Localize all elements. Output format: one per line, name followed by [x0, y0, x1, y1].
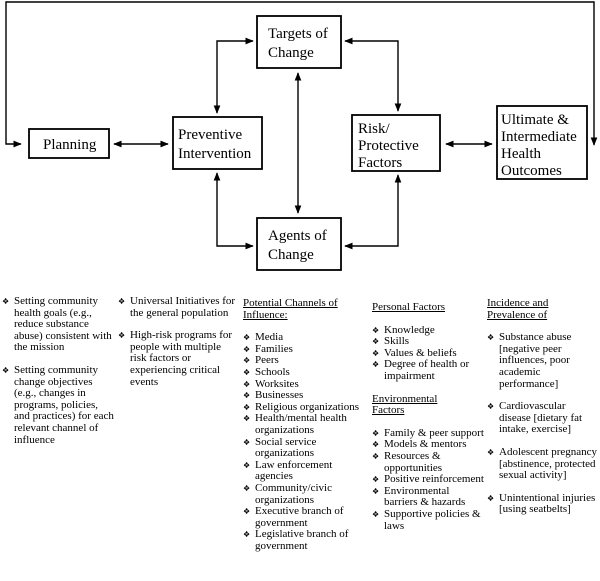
outcomes-box	[496, 105, 588, 180]
agents-box	[256, 217, 342, 271]
feedback-loop-arrow	[5, 1, 598, 148]
list-item: Executive branch of government	[243, 505, 361, 529]
list-item: Worksites	[243, 378, 361, 391]
list-item: Peers	[243, 355, 361, 367]
list-item: Cardiovascular disease [dietary fat inta…	[487, 400, 600, 436]
agents-risk-arrow	[344, 174, 402, 250]
list-item: Skills	[372, 336, 484, 348]
list-item: Adolescent pregnancy [abstinence, protec…	[487, 446, 600, 482]
list-item: Positive reinforcement	[372, 474, 484, 486]
targets-risk-arrow	[344, 37, 402, 112]
list-item: High-risk programs for people with multi…	[118, 329, 236, 388]
factors-column: Personal Factors KnowledgeSkillsValues &…	[372, 301, 484, 532]
list-item: Law enforcement agencies	[243, 459, 361, 483]
list-item: Setting community change objectives (e.g…	[2, 364, 116, 446]
environmental-factors-heading: Environmental Factors	[372, 392, 438, 417]
list-item: Social service organizations	[243, 436, 361, 460]
channels-column: Potential Channels of Influence: MediaFa…	[243, 297, 361, 552]
list-item: Family & peer support	[372, 427, 484, 440]
planning-column: Setting community health goals (e.g., re…	[2, 295, 116, 457]
list-item: Models & mentors	[372, 439, 484, 451]
list-item: Schools	[243, 366, 361, 379]
preventive-box	[172, 116, 263, 170]
list-item: Businesses	[243, 390, 361, 402]
list-item: Setting community health goals (e.g., re…	[2, 295, 116, 354]
planning-label: Planning	[43, 137, 97, 153]
risk-box	[351, 114, 441, 172]
intervention-column: Universal Initiatives for the general po…	[118, 295, 236, 399]
outcomes-heading: Incidence and Prevalence of	[487, 297, 549, 321]
list-item: Environmental barriers & hazards	[372, 485, 484, 509]
list-item: Degree of health or impairment	[372, 359, 484, 382]
list-item: Substance abuse [negative peer influence…	[487, 331, 600, 390]
preventive-targets-arrow	[213, 37, 254, 114]
list-item: Community/civic organizations	[243, 482, 361, 506]
personal-factors-heading: Personal Factors	[372, 301, 446, 313]
list-item: Families	[243, 343, 361, 356]
list-item: Legislative branch of government	[243, 528, 361, 552]
list-item: Values & beliefs	[372, 347, 484, 360]
list-item: Resources & opportunities	[372, 450, 484, 474]
targets-box	[256, 15, 342, 69]
preventive-agents-arrow	[213, 172, 254, 250]
list-item: Religious organizations	[243, 401, 361, 414]
list-item: Supportive policies & laws	[372, 508, 484, 532]
list-item: Knowledge	[372, 324, 484, 337]
planning-box	[28, 128, 110, 159]
channels-heading: Potential Channels of Influence:	[243, 297, 338, 321]
list-item: Media	[243, 332, 361, 344]
list-item: Health/mental health organizations	[243, 412, 361, 436]
list-item: Universal Initiatives for the general po…	[118, 295, 236, 319]
list-item: Unintentional injuries [using seatbelts]	[487, 492, 600, 516]
outcomes-column: Incidence and Prevalence of Substance ab…	[487, 297, 600, 527]
